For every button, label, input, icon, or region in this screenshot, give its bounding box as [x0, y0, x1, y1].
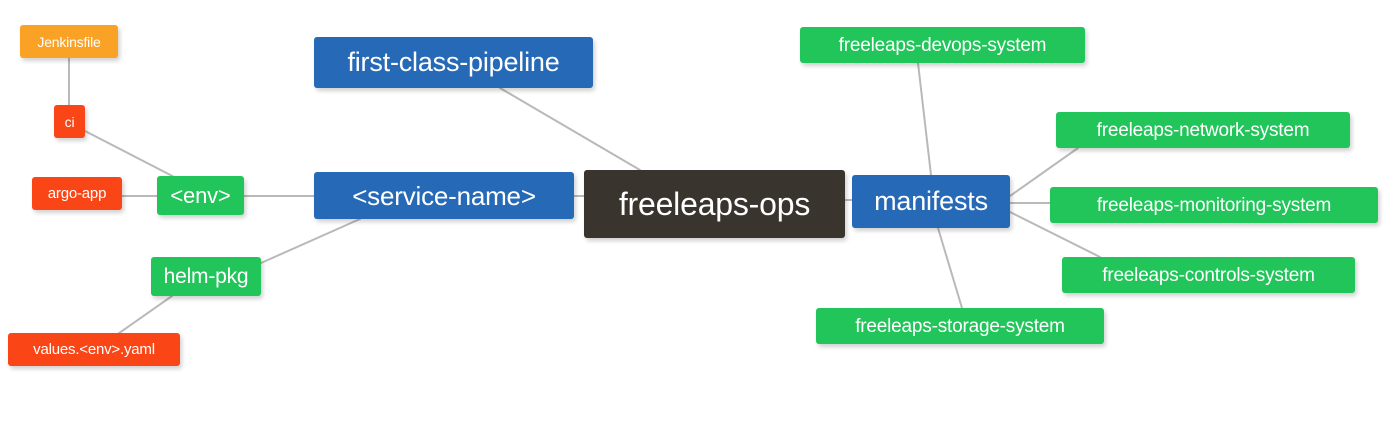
node-helm-pkg[interactable]: helm-pkg [151, 257, 261, 296]
node-env[interactable]: <env> [157, 176, 244, 215]
node-first-class-pipeline[interactable]: first-class-pipeline [314, 37, 593, 88]
node-ci[interactable]: ci [54, 105, 85, 138]
node-manifests[interactable]: manifests [852, 175, 1010, 228]
node-label-freeleaps-ops: freeleaps-ops [618, 186, 811, 222]
node-label-jenkinsfile: Jenkinsfile [37, 33, 101, 50]
node-jenkinsfile[interactable]: Jenkinsfile [20, 25, 118, 58]
node-label-ci: ci [64, 113, 75, 130]
node-label-freeleaps-controls-system: freeleaps-controls-system [1102, 264, 1315, 286]
node-argo-app[interactable]: argo-app [32, 177, 122, 210]
node-label-argo-app: argo-app [47, 185, 107, 202]
node-freeleaps-monitoring-system[interactable]: freeleaps-monitoring-system [1050, 187, 1378, 223]
node-label-freeleaps-devops-system: freeleaps-devops-system [838, 34, 1047, 56]
node-values-yaml[interactable]: values.<env>.yaml [8, 333, 180, 366]
node-label-service-name: <service-name> [352, 180, 536, 211]
node-label-helm-pkg: helm-pkg [163, 265, 249, 288]
node-label-env: <env> [170, 182, 231, 208]
node-label-manifests: manifests [874, 186, 988, 216]
node-label-freeleaps-storage-system: freeleaps-storage-system [855, 315, 1065, 337]
edge-helm-pkg-to-values-yaml [114, 295, 173, 337]
node-freeleaps-devops-system[interactable]: freeleaps-devops-system [800, 27, 1085, 63]
node-label-first-class-pipeline: first-class-pipeline [347, 47, 560, 77]
node-freeleaps-ops[interactable]: freeleaps-ops [584, 170, 845, 238]
node-freeleaps-network-system[interactable]: freeleaps-network-system [1056, 112, 1350, 148]
edge-first-class-pipeline-to-freeleaps-ops [499, 87, 641, 171]
node-label-freeleaps-monitoring-system: freeleaps-monitoring-system [1096, 194, 1332, 216]
node-freeleaps-controls-system[interactable]: freeleaps-controls-system [1062, 257, 1355, 293]
node-label-freeleaps-network-system: freeleaps-network-system [1096, 119, 1310, 141]
edge-ci-to-env [84, 130, 183, 182]
edge-manifests-to-freeleaps-devops-system [917, 62, 932, 176]
node-freeleaps-storage-system[interactable]: freeleaps-storage-system [816, 308, 1104, 344]
edge-manifests-to-freeleaps-storage-system [937, 227, 963, 309]
edge-service-name-to-helm-pkg [260, 218, 361, 264]
node-label-values-yaml: values.<env>.yaml [33, 341, 155, 358]
node-service-name[interactable]: <service-name> [314, 172, 574, 219]
